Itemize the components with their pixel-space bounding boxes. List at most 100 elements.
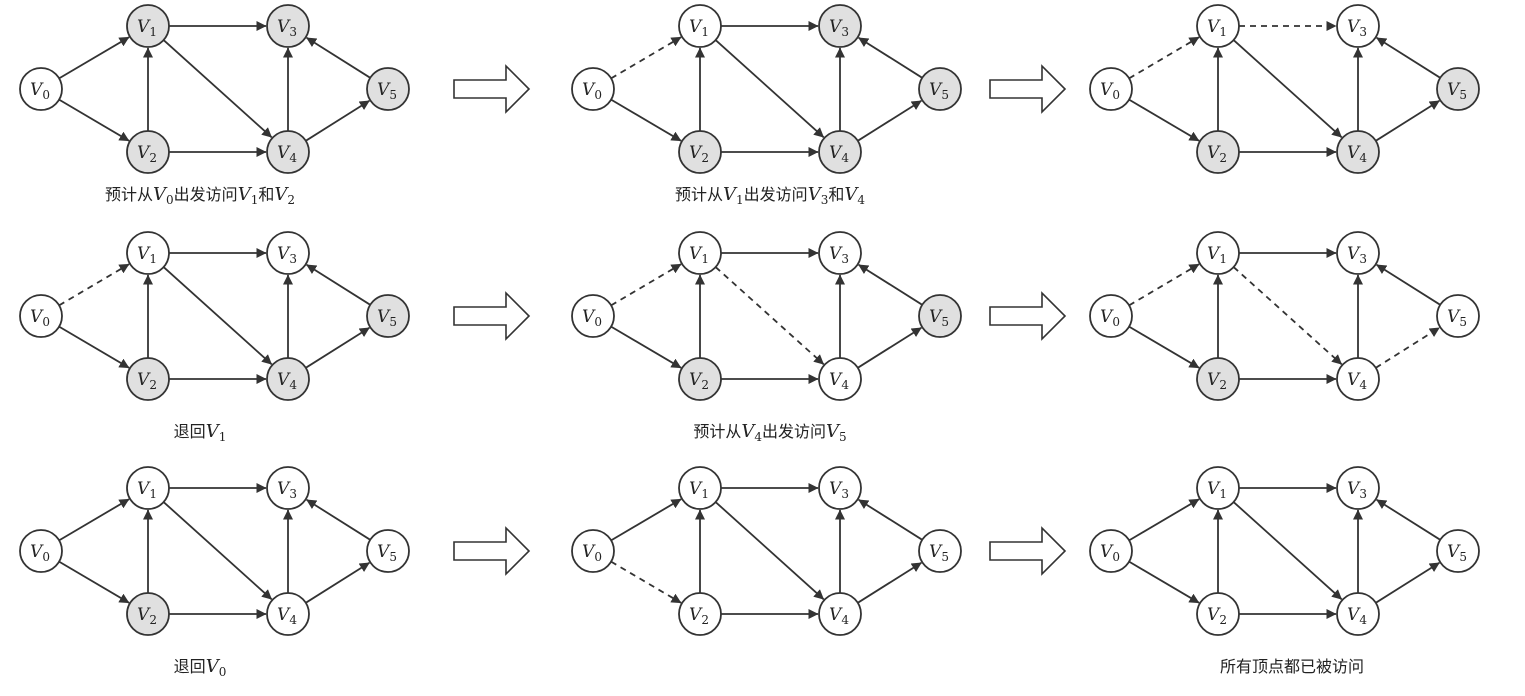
transition-arrow [453, 526, 531, 576]
edge-v1-v4 [163, 266, 273, 365]
transition-arrow [989, 526, 1067, 576]
edge-v0-v1 [1128, 263, 1200, 307]
node-circle [1336, 466, 1380, 510]
edge-v4-v5 [857, 326, 922, 369]
node-circle [366, 67, 410, 111]
node-v5: V5 [366, 294, 410, 338]
node-v1: V1 [678, 4, 722, 48]
node-circle [126, 466, 170, 510]
node-v4: V4 [266, 592, 310, 636]
node-circle [1196, 130, 1240, 174]
edge-v4-v5 [1375, 326, 1440, 369]
node-circle [1196, 592, 1240, 636]
edge-v1-v4 [1233, 266, 1343, 365]
node-v4: V4 [266, 357, 310, 401]
edge-v1-v4 [715, 39, 825, 138]
node-v1: V1 [126, 466, 170, 510]
node-circle [1336, 357, 1380, 401]
transition-arrow [989, 64, 1067, 114]
node-v5: V5 [366, 529, 410, 573]
node-circle [266, 357, 310, 401]
edge-v4-v5 [305, 561, 370, 604]
edge-v0-v2 [58, 560, 130, 604]
node-v2: V2 [126, 357, 170, 401]
node-v0: V0 [571, 294, 615, 338]
transition-arrow [453, 64, 531, 114]
node-v2: V2 [126, 592, 170, 636]
node-v1: V1 [1196, 466, 1240, 510]
node-v0: V0 [19, 294, 63, 338]
node-circle [678, 130, 722, 174]
node-v3: V3 [818, 466, 862, 510]
edge-v4-v5 [857, 99, 922, 142]
node-circle [266, 466, 310, 510]
node-v5: V5 [1436, 67, 1480, 111]
node-v5: V5 [1436, 529, 1480, 573]
edge-v0-v1 [1128, 36, 1200, 80]
node-circle [678, 231, 722, 275]
node-v5: V5 [918, 294, 962, 338]
edge-v0-v2 [610, 560, 682, 604]
node-circle [1336, 231, 1380, 275]
node-circle [1336, 592, 1380, 636]
node-circle [678, 466, 722, 510]
node-v2: V2 [1196, 592, 1240, 636]
edge-v1-v4 [715, 501, 825, 600]
node-v2: V2 [1196, 130, 1240, 174]
node-circle [1436, 529, 1480, 573]
edge-v0-v1 [58, 36, 130, 80]
node-circle [19, 294, 63, 338]
node-v0: V0 [1089, 529, 1133, 573]
node-circle [19, 529, 63, 573]
edge-v5-v3 [858, 498, 923, 541]
edge-v5-v3 [858, 263, 923, 306]
node-v1: V1 [678, 466, 722, 510]
edge-v5-v3 [1376, 263, 1441, 306]
edge-v4-v5 [305, 99, 370, 142]
panels-layer: V0V1V2V3V4V5预计从V0出发访问V1和V2V0V1V2V3V4V5预计… [19, 4, 1480, 679]
panel-caption: 预计从V0出发访问V1和V2 [105, 184, 295, 207]
node-circle [266, 4, 310, 48]
node-circle [1089, 67, 1133, 111]
edge-v0-v2 [610, 98, 682, 142]
node-circle [1196, 4, 1240, 48]
node-v0: V0 [19, 67, 63, 111]
edge-v1-v4 [163, 501, 273, 600]
node-v3: V3 [1336, 231, 1380, 275]
edge-v5-v3 [1376, 498, 1441, 541]
node-circle [19, 67, 63, 111]
node-circle [678, 357, 722, 401]
node-v0: V0 [1089, 294, 1133, 338]
edge-v5-v3 [858, 36, 923, 79]
node-v4: V4 [1336, 357, 1380, 401]
node-circle [678, 592, 722, 636]
edge-v0-v1 [610, 263, 682, 307]
node-circle [918, 67, 962, 111]
node-circle [1089, 529, 1133, 573]
edge-v4-v5 [1375, 99, 1440, 142]
panel-caption: 退回V0 [174, 656, 227, 679]
node-circle [366, 294, 410, 338]
panel-caption: 预计从V1出发访问V3和V4 [675, 184, 865, 207]
edge-v0-v1 [58, 263, 130, 307]
node-v3: V3 [266, 466, 310, 510]
edge-v0-v2 [1128, 98, 1200, 142]
node-circle [1196, 231, 1240, 275]
node-circle [126, 231, 170, 275]
node-circle [818, 592, 862, 636]
node-circle [818, 130, 862, 174]
node-v1: V1 [678, 231, 722, 275]
node-circle [366, 529, 410, 573]
edge-v4-v5 [857, 561, 922, 604]
node-v2: V2 [678, 357, 722, 401]
edge-v0-v1 [610, 36, 682, 80]
node-circle [126, 357, 170, 401]
node-v3: V3 [818, 231, 862, 275]
